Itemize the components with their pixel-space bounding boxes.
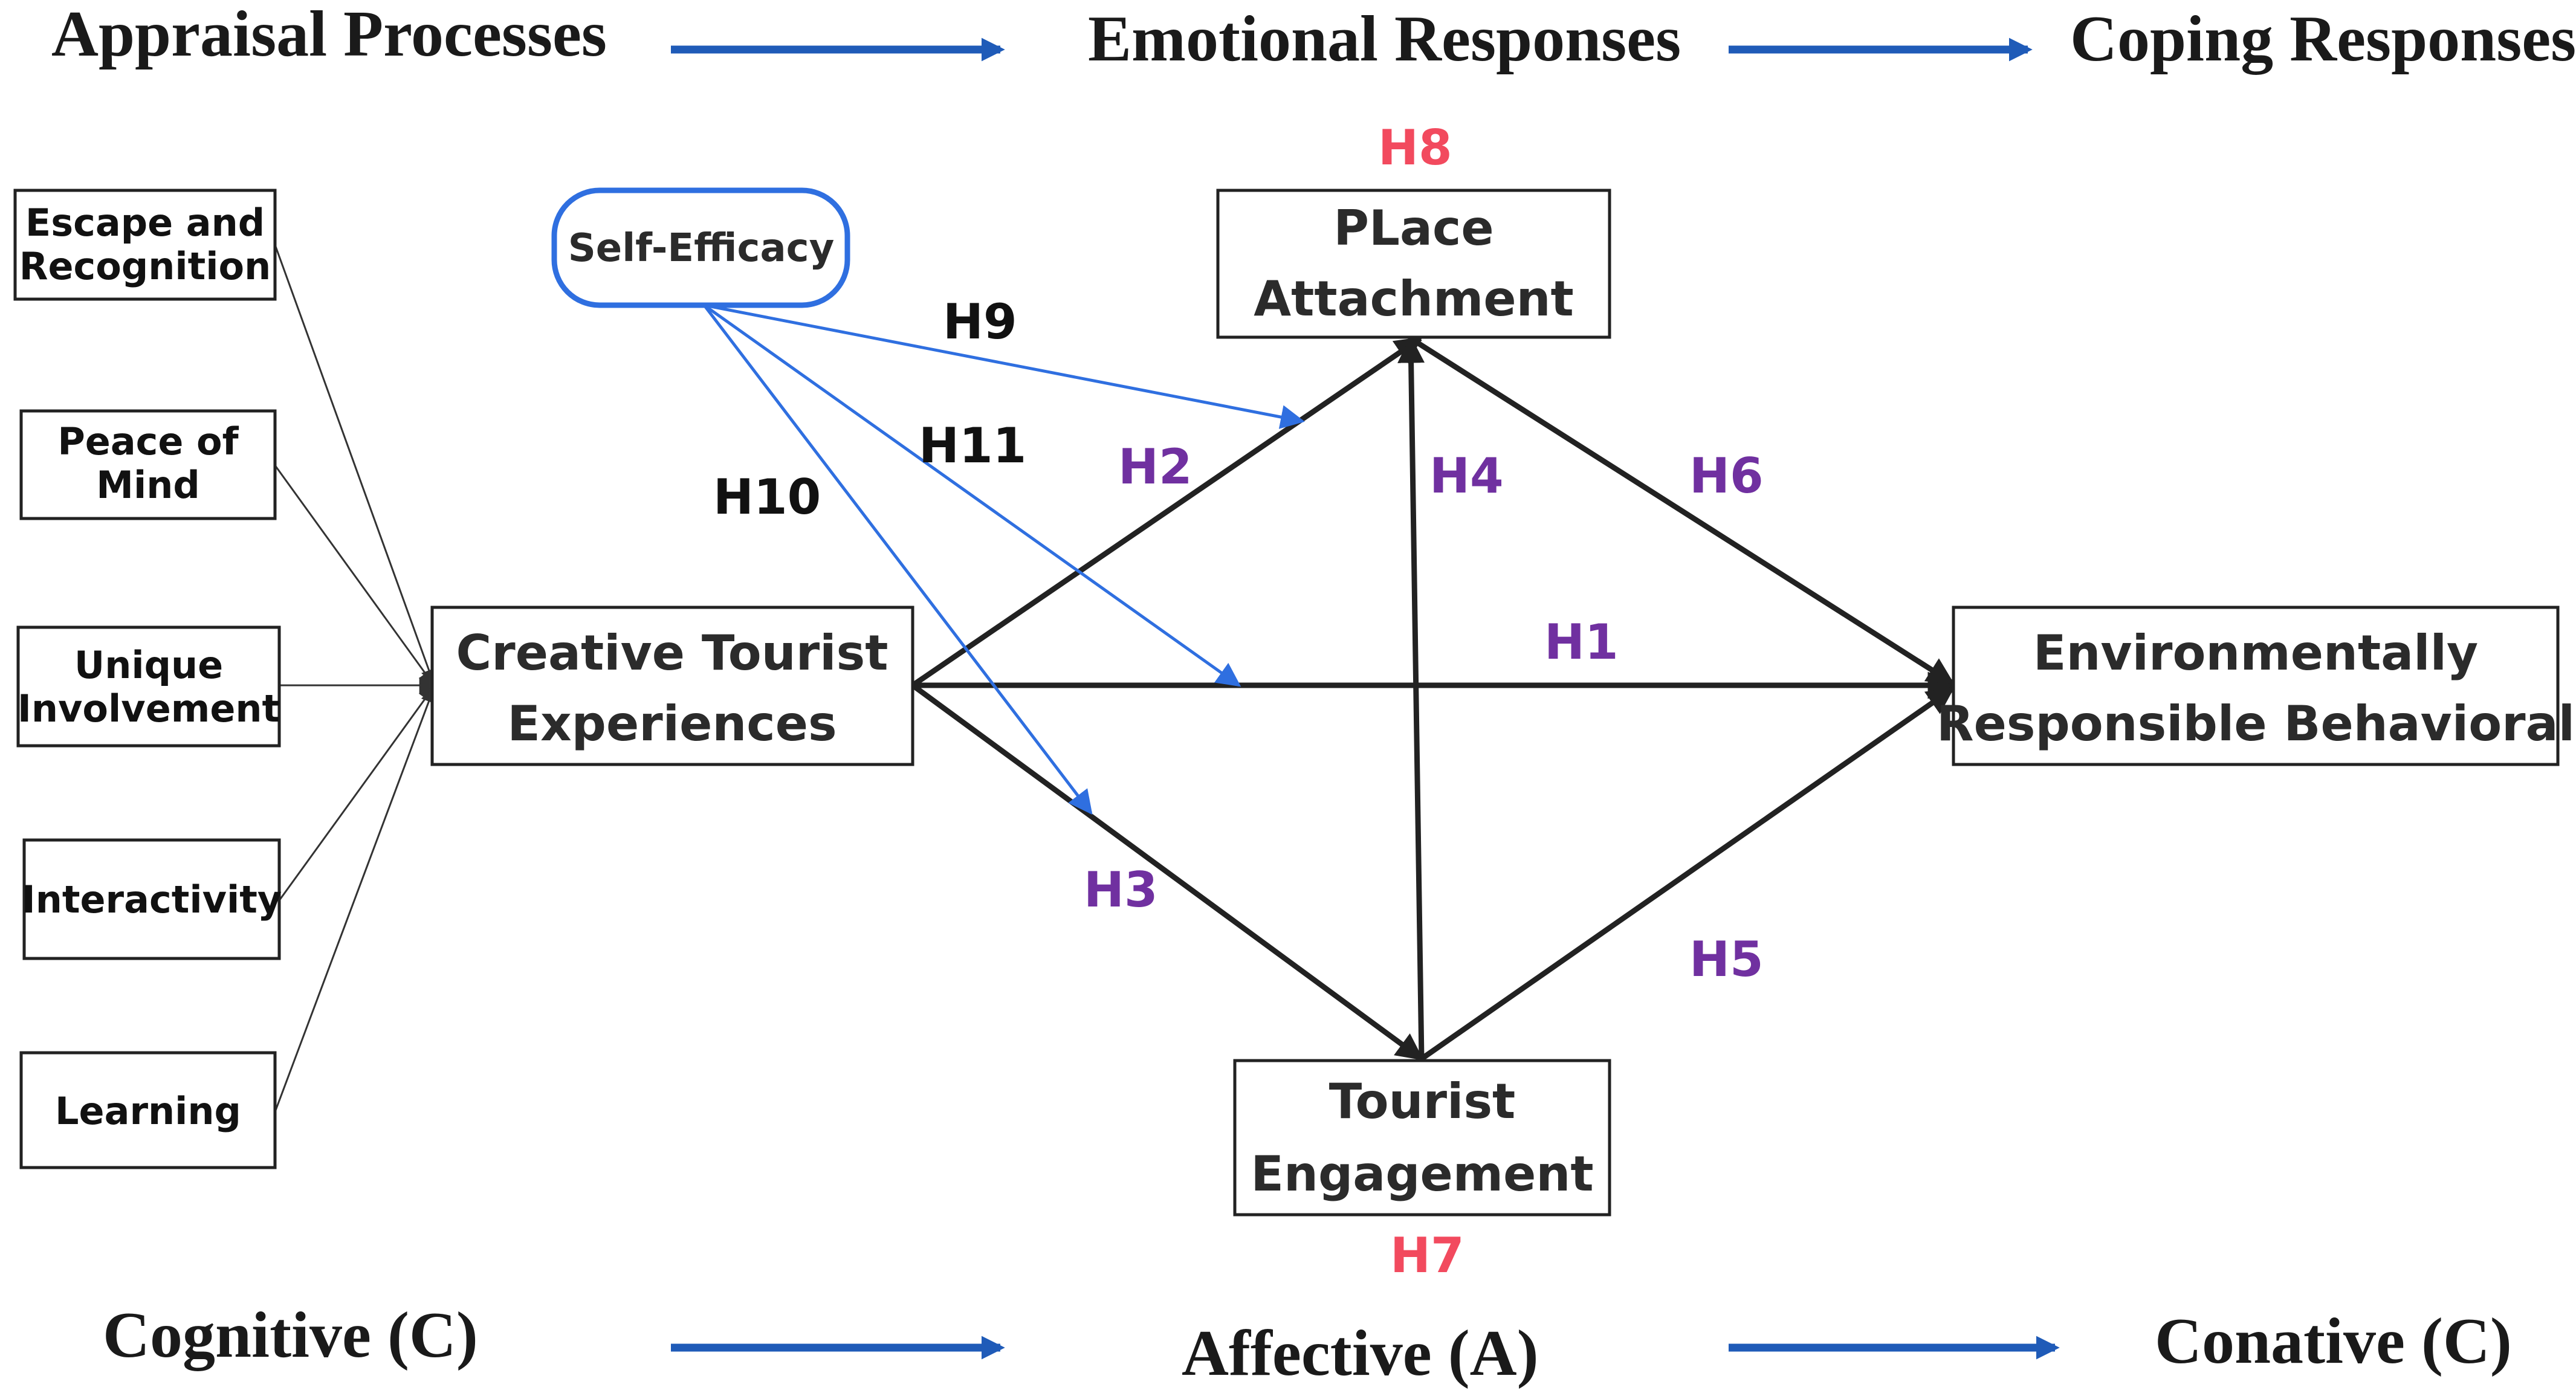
hypothesis-h7-label: H7 xyxy=(1390,1227,1464,1284)
footer-cognitive: Cognitive (C) xyxy=(103,1299,478,1371)
dimension-connectors xyxy=(274,244,437,1113)
svg-text:Escape and: Escape and xyxy=(25,201,265,245)
svg-text:Creative Tourist: Creative Tourist xyxy=(456,625,888,681)
svg-text:Interactivity: Interactivity xyxy=(22,877,282,922)
dimension-interactivity: Interactivity xyxy=(22,838,282,960)
hypothesis-h3-label: H3 xyxy=(1084,862,1158,918)
moderation-h9 xyxy=(704,303,1305,429)
path-h4 xyxy=(1397,335,1425,1059)
hypothesis-h5-label: H5 xyxy=(1689,931,1764,987)
hypothesis-h8-label: H8 xyxy=(1378,120,1452,176)
svg-text:Peace of: Peace of xyxy=(57,419,239,464)
moderation-h11 xyxy=(703,303,1241,687)
footer-conative: Conative (C) xyxy=(2155,1305,2512,1377)
moderation-h10 xyxy=(703,304,1093,815)
svg-text:Responsible Behavioral: Responsible Behavioral xyxy=(1937,696,2575,752)
header-coping-responses: Coping Responses xyxy=(2070,3,2576,75)
svg-text:Unique: Unique xyxy=(74,643,223,687)
svg-text:Mind: Mind xyxy=(96,463,199,507)
path-h3 xyxy=(911,683,1424,1061)
path-h6 xyxy=(1409,336,1955,685)
svg-text:Learning: Learning xyxy=(55,1089,241,1133)
svg-text:Involvement: Involvement xyxy=(18,687,280,731)
svg-text:Attachment: Attachment xyxy=(1254,271,1574,327)
svg-text:Recognition: Recognition xyxy=(19,244,271,288)
hypothesis-h6-label: H6 xyxy=(1689,448,1764,504)
hypothesis-h2-label: H2 xyxy=(1118,439,1193,495)
tourist-engagement-box: Tourist Engagement xyxy=(1233,1059,1611,1217)
svg-text:Engagement: Engagement xyxy=(1251,1146,1593,1202)
svg-text:PLace: PLace xyxy=(1333,200,1493,256)
hypothesis-h4-label: H4 xyxy=(1429,448,1504,504)
header-emotional-responses: Emotional Responses xyxy=(1088,3,1681,75)
dimension-learning: Learning xyxy=(19,1051,277,1169)
dimension-unique-involvement: Unique Involvement xyxy=(16,625,281,748)
environmentally-responsible-behavioral-box: Environmentally Responsible Behavioral xyxy=(1937,606,2575,766)
footer-affective: Affective (A) xyxy=(1182,1317,1539,1389)
moderation-paths xyxy=(703,303,1305,815)
self-efficacy-node: Self-Efficacy xyxy=(551,187,850,308)
hypothesis-h1-label: H1 xyxy=(1544,614,1619,670)
dimension-peace-of-mind: Peace of Mind xyxy=(19,409,277,520)
svg-text:Experiences: Experiences xyxy=(507,696,837,752)
hypothesis-h9-label: H9 xyxy=(943,294,1017,350)
svg-text:Self-Efficacy: Self-Efficacy xyxy=(568,226,835,271)
dimension-escape-recognition: Escape and Recognition xyxy=(13,189,277,301)
svg-text:Environmentally: Environmentally xyxy=(2033,625,2478,681)
hypothesis-h11-label: H11 xyxy=(919,418,1026,474)
path-h2 xyxy=(911,336,1423,688)
creative-tourist-experiences-box: Creative Tourist Experiences xyxy=(430,606,914,766)
path-h5 xyxy=(1420,687,1955,1061)
hypothesis-h10-label: H10 xyxy=(713,469,821,525)
header-appraisal-processes: Appraisal Processes xyxy=(51,0,607,70)
structural-paths xyxy=(911,335,1955,1061)
svg-text:Tourist: Tourist xyxy=(1329,1073,1516,1129)
place-attachment-box: PLace Attachment xyxy=(1216,189,1611,339)
